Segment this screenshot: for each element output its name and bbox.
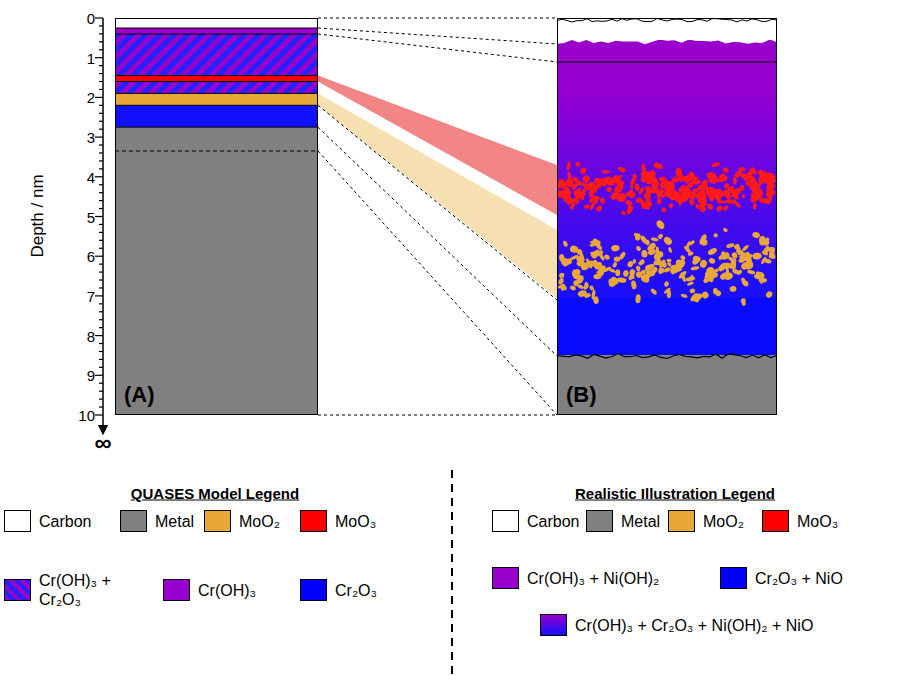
- legend-swatch: [4, 579, 31, 601]
- legend-text: Metal: [621, 512, 660, 531]
- tick-label: 7: [87, 287, 95, 304]
- tick-label: 0: [87, 10, 95, 27]
- legend-swatch: [668, 510, 695, 532]
- tick-label: 4: [87, 168, 95, 185]
- axis-title: Depth / nm: [28, 174, 48, 257]
- legend-text: Cr(OH)₃ + Ni(OH)₂: [527, 569, 659, 588]
- panel-label: (A): [124, 382, 155, 408]
- tick-label: 10: [78, 407, 95, 424]
- infinity-symbol: ∞: [94, 429, 111, 457]
- legend-divider: [451, 470, 453, 676]
- legend-text: Cr(OH)₃ + Cr₂O₃: [39, 571, 139, 609]
- tick-label: 3: [87, 129, 95, 146]
- legend-text: MoO₃: [797, 512, 838, 531]
- legend-swatch: [492, 510, 519, 532]
- legend-swatch: [300, 579, 327, 601]
- legend-swatch: [586, 510, 613, 532]
- legend-swatch: [762, 510, 789, 532]
- legend-swatch: [163, 579, 190, 601]
- legend-text: Carbon: [527, 512, 579, 531]
- legend-text: Cr₂O₃ + NiO: [755, 569, 843, 588]
- legend-text: MoO₂: [239, 512, 280, 531]
- legend-heading: Realistic Illustration Legend: [575, 485, 775, 502]
- panel-label: (B): [566, 382, 597, 408]
- legend-text: Cr₂O₃: [335, 581, 377, 600]
- legend-swatch: [720, 567, 747, 589]
- depth-axis: [95, 18, 103, 430]
- legend-text: Carbon: [39, 512, 91, 531]
- tick-label: 6: [87, 248, 95, 265]
- depth-mapping: [318, 18, 557, 415]
- legend-text: Cr(OH)₃ + Cr₂O₃ + Ni(OH)₂ + NiO: [575, 616, 813, 635]
- legend-text: MoO₃: [335, 512, 376, 531]
- tick-label: 2: [87, 89, 95, 106]
- realistic-illustration: [556, 18, 777, 415]
- legend-text: MoO₂: [703, 512, 744, 531]
- legend-swatch: [540, 614, 567, 636]
- legend-text: Cr(OH)₃: [198, 581, 256, 600]
- tick-label: 8: [87, 327, 95, 344]
- panel-box: (B): [557, 18, 777, 415]
- legend-swatch: [492, 567, 519, 589]
- legend-swatch: [4, 510, 31, 532]
- legend-swatch: [204, 510, 231, 532]
- panel-box: (A): [115, 18, 318, 415]
- legend-swatch: [300, 510, 327, 532]
- legend-swatch: [120, 510, 147, 532]
- quases-layers: [115, 18, 318, 415]
- tick-label: 5: [87, 208, 95, 225]
- legend-text: Metal: [155, 512, 194, 531]
- tick-label: 9: [87, 367, 95, 384]
- tick-label: 1: [87, 49, 95, 66]
- legend-heading: QUASES Model Legend: [131, 485, 299, 502]
